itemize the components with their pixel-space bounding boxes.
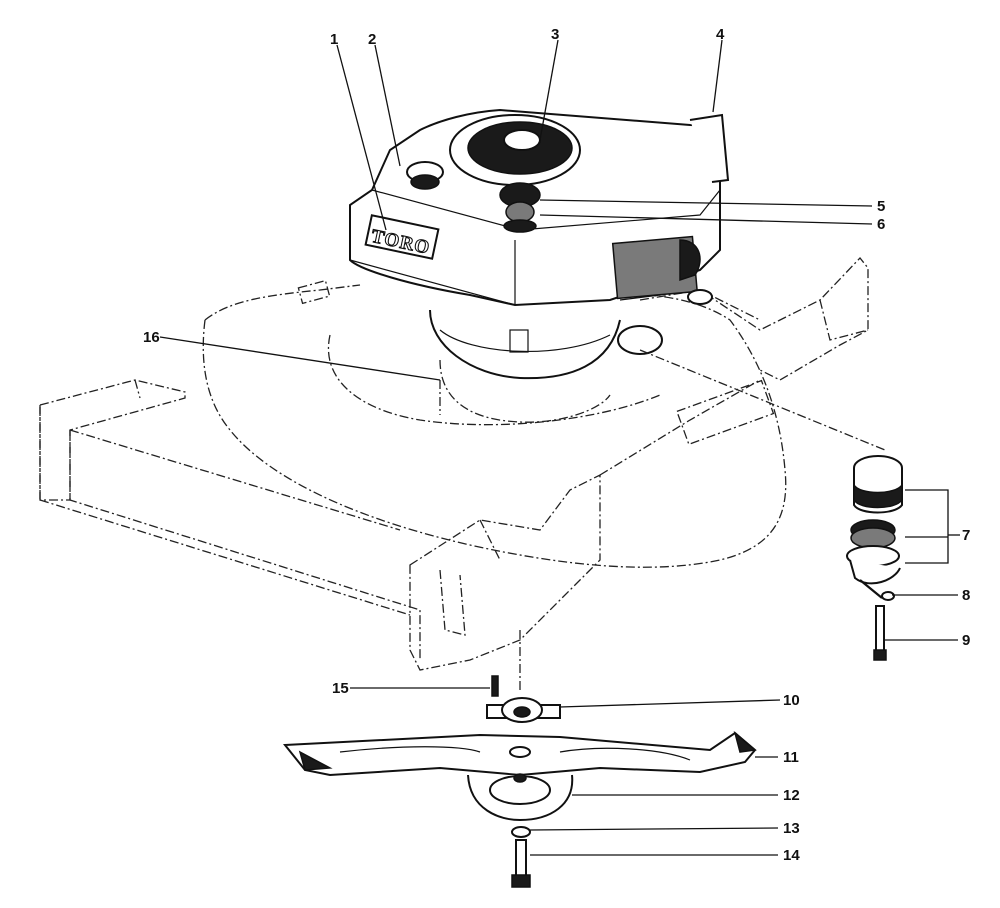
callout-6: 6	[877, 216, 885, 233]
mower-housing	[39, 257, 869, 671]
blade-assembly	[283, 675, 757, 888]
callout-16: 16	[143, 329, 160, 346]
callout-2: 2	[368, 31, 376, 48]
leader-lines	[159, 39, 960, 856]
callout-numbers: 1 2 3 4 5 6 7 8 9 10 11 12 13 14 15 16	[143, 26, 970, 864]
callout-8: 8	[962, 587, 970, 604]
callout-5: 5	[877, 198, 885, 215]
callout-10: 10	[783, 692, 800, 709]
callout-9: 9	[962, 632, 970, 649]
callout-15: 15	[332, 680, 349, 697]
callout-12: 12	[783, 787, 800, 804]
callout-1: 1	[330, 31, 338, 48]
assembly-centerlines	[439, 349, 886, 690]
engine: TORO	[349, 108, 730, 380]
callout-3: 3	[551, 26, 559, 43]
blade-adapter-assembly	[846, 455, 903, 661]
callout-7: 7	[962, 527, 970, 544]
callout-4: 4	[716, 26, 725, 43]
callout-11: 11	[783, 749, 799, 766]
callout-14: 14	[783, 847, 800, 864]
callout-13: 13	[783, 820, 800, 837]
